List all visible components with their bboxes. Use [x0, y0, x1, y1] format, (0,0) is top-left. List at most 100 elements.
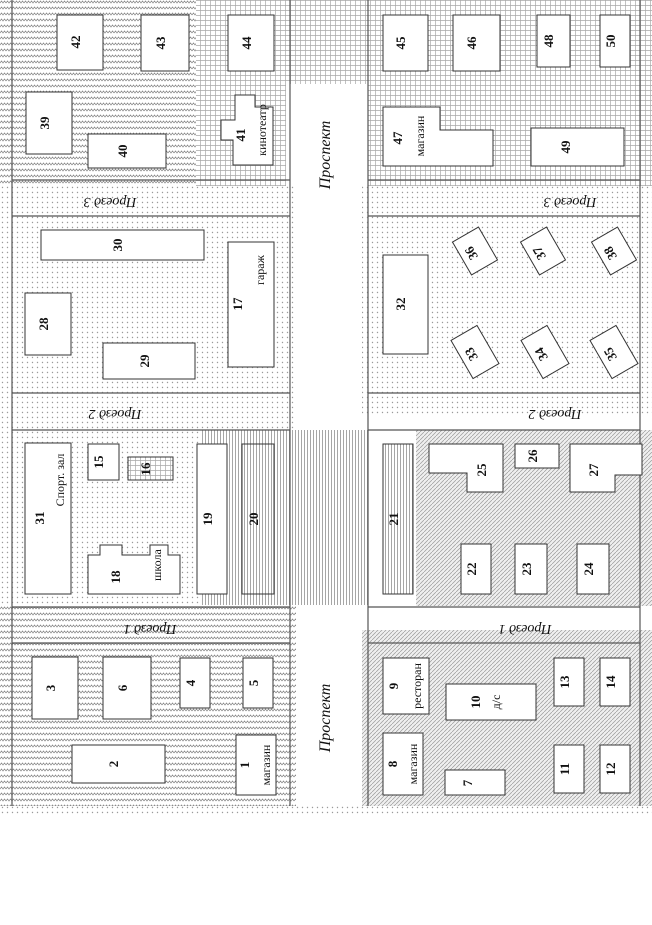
building-16[interactable]: 16 — [127, 456, 174, 481]
building-9-restaurant[interactable]: 9 ресторан — [382, 657, 430, 715]
building-19[interactable]: 19 — [196, 443, 228, 595]
svg-text:29: 29 — [137, 354, 152, 368]
building-46[interactable]: 46 — [452, 14, 501, 72]
svg-text:магазин: магазин — [413, 115, 427, 156]
svg-text:30: 30 — [110, 239, 125, 252]
svg-text:48: 48 — [541, 34, 556, 48]
svg-text:ресторан: ресторан — [410, 663, 424, 709]
building-22[interactable]: 22 — [460, 543, 492, 595]
svg-text:26: 26 — [525, 449, 540, 463]
svg-text:28: 28 — [36, 317, 51, 331]
svg-text:45: 45 — [393, 36, 408, 50]
street-edges — [11, 0, 641, 806]
building-4[interactable]: 4 — [179, 657, 211, 709]
svg-text:39: 39 — [37, 116, 52, 130]
svg-text:8: 8 — [385, 760, 400, 767]
svg-text:18: 18 — [108, 570, 123, 584]
street-proezd-3-left: Проезд 3 — [84, 194, 138, 209]
svg-text:23: 23 — [519, 562, 534, 576]
svg-text:44: 44 — [239, 36, 254, 50]
building-47-shop[interactable]: 47 магазин — [382, 106, 494, 167]
building-12[interactable]: 12 — [599, 744, 631, 794]
svg-text:17: 17 — [230, 297, 245, 311]
building-10-kindergarten[interactable]: 10 д/с — [445, 683, 537, 721]
building-21[interactable]: 21 — [382, 443, 414, 595]
building-45[interactable]: 45 — [382, 14, 429, 72]
building-44[interactable]: 44 — [227, 14, 275, 72]
building-7[interactable]: 7 — [444, 769, 506, 796]
building-36[interactable]: 36 — [451, 226, 499, 276]
svg-text:9: 9 — [386, 682, 401, 689]
building-48[interactable]: 48 — [536, 14, 571, 68]
svg-text:5: 5 — [246, 679, 261, 686]
svg-text:21: 21 — [386, 513, 401, 526]
building-13[interactable]: 13 — [553, 657, 585, 707]
building-31-sports-hall[interactable]: 31 Спорт. зал — [24, 442, 72, 595]
building-17-garage[interactable]: 17 гараж — [227, 241, 275, 368]
svg-text:кинотеатр: кинотеатр — [255, 104, 269, 156]
building-27[interactable]: 27 — [569, 443, 643, 493]
building-15[interactable]: 15 — [87, 443, 120, 481]
building-6[interactable]: 6 — [102, 656, 152, 720]
building-26[interactable]: 26 — [514, 443, 560, 469]
svg-text:15: 15 — [91, 455, 106, 469]
building-5[interactable]: 5 — [242, 657, 274, 709]
building-29[interactable]: 29 — [102, 342, 196, 380]
building-35[interactable]: 35 — [589, 324, 639, 380]
building-41-cinema[interactable]: 41 кинотеатр — [220, 94, 274, 166]
svg-text:43: 43 — [153, 36, 168, 50]
building-14[interactable]: 14 — [599, 657, 631, 707]
building-18-school[interactable]: 18 школа — [87, 544, 181, 595]
building-30[interactable]: 30 — [40, 229, 205, 261]
building-8-shop[interactable]: 8 магазин — [382, 732, 424, 796]
svg-text:50: 50 — [603, 35, 618, 48]
building-49[interactable]: 49 — [530, 127, 625, 167]
street-prospekt-upper: Проспект — [317, 121, 334, 191]
svg-text:22: 22 — [464, 563, 479, 576]
building-33[interactable]: 33 — [450, 324, 500, 380]
svg-text:31: 31 — [32, 512, 47, 525]
svg-text:Спорт. зал: Спорт. зал — [53, 454, 67, 507]
building-38[interactable]: 38 — [590, 226, 638, 276]
svg-text:магазин: магазин — [406, 743, 420, 784]
svg-text:46: 46 — [464, 36, 479, 50]
svg-text:магазин: магазин — [259, 744, 273, 785]
building-34[interactable]: 34 — [520, 324, 570, 380]
building-39[interactable]: 39 — [25, 91, 73, 155]
svg-text:3: 3 — [43, 684, 58, 691]
building-23[interactable]: 23 — [514, 543, 548, 595]
svg-text:гараж: гараж — [253, 254, 267, 285]
svg-text:24: 24 — [581, 562, 596, 576]
building-50[interactable]: 50 — [599, 14, 631, 68]
building-32[interactable]: 32 — [382, 254, 429, 355]
svg-text:школа: школа — [150, 549, 164, 581]
street-proezd-1-right: Проезд 1 — [499, 621, 553, 636]
building-24[interactable]: 24 — [576, 543, 610, 595]
svg-text:49: 49 — [558, 140, 573, 154]
svg-text:27: 27 — [586, 463, 601, 477]
street-proezd-3-right: Проезд 3 — [544, 194, 598, 209]
zone-bottom-dots — [0, 806, 652, 814]
street-proezd-1-left: Проезд 1 — [124, 621, 178, 636]
building-1-shop[interactable]: 1 магазин — [235, 734, 277, 796]
building-43[interactable]: 43 — [140, 14, 190, 72]
building-20[interactable]: 20 — [241, 443, 275, 595]
svg-text:25: 25 — [474, 463, 489, 477]
building-42[interactable]: 42 — [56, 14, 104, 71]
building-28[interactable]: 28 — [24, 292, 72, 356]
svg-text:10: 10 — [468, 696, 483, 709]
svg-text:7: 7 — [460, 779, 475, 786]
svg-text:20: 20 — [246, 513, 261, 526]
svg-text:32: 32 — [393, 298, 408, 311]
building-40[interactable]: 40 — [87, 133, 167, 169]
svg-text:47: 47 — [390, 131, 405, 145]
building-3[interactable]: 3 — [31, 656, 79, 720]
building-37[interactable]: 37 — [519, 226, 567, 276]
building-11[interactable]: 11 — [553, 744, 585, 794]
street-proezd-2-left: Проезд 2 — [89, 406, 143, 421]
svg-text:13: 13 — [557, 675, 572, 689]
building-2[interactable]: 2 — [71, 744, 166, 784]
zone-prospekt-crossing — [200, 430, 370, 605]
building-25[interactable]: 25 — [428, 443, 504, 493]
